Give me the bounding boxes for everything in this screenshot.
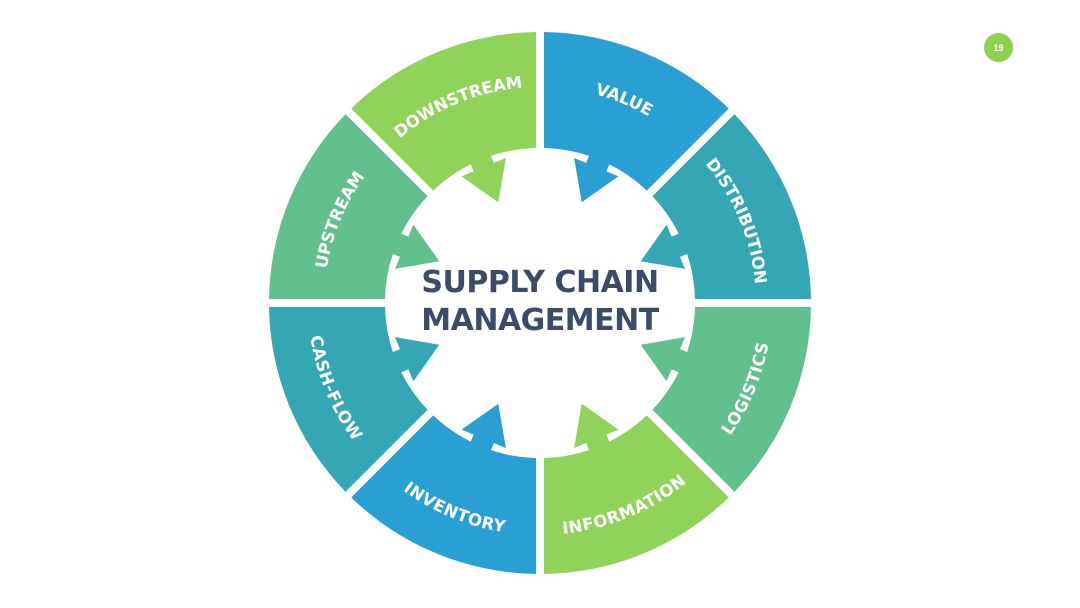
segment-distribution [652, 114, 811, 300]
segment-information [544, 415, 729, 574]
segment-upstream [269, 114, 428, 300]
arrow-logistics [640, 337, 721, 387]
segment-inventory [351, 415, 536, 574]
segment-logistics [652, 307, 811, 492]
segment-downstream [351, 32, 536, 191]
segment-value [544, 32, 729, 191]
arrow-downstream [456, 122, 506, 203]
arrow-cash-flow [359, 337, 440, 387]
arrow-upstream [359, 219, 440, 269]
arrow-distribution [640, 219, 721, 269]
center-title-line-2: MANAGEMENT [421, 303, 659, 338]
arrow-information [574, 403, 624, 484]
segment-cash-flow [269, 307, 428, 492]
arrow-inventory [456, 403, 506, 484]
center-title: SUPPLY CHAIN MANAGEMENT [390, 264, 690, 340]
center-title-line-1: SUPPLY CHAIN [421, 265, 659, 300]
arrow-value [574, 122, 624, 203]
page-number-badge: 19 [984, 33, 1013, 62]
